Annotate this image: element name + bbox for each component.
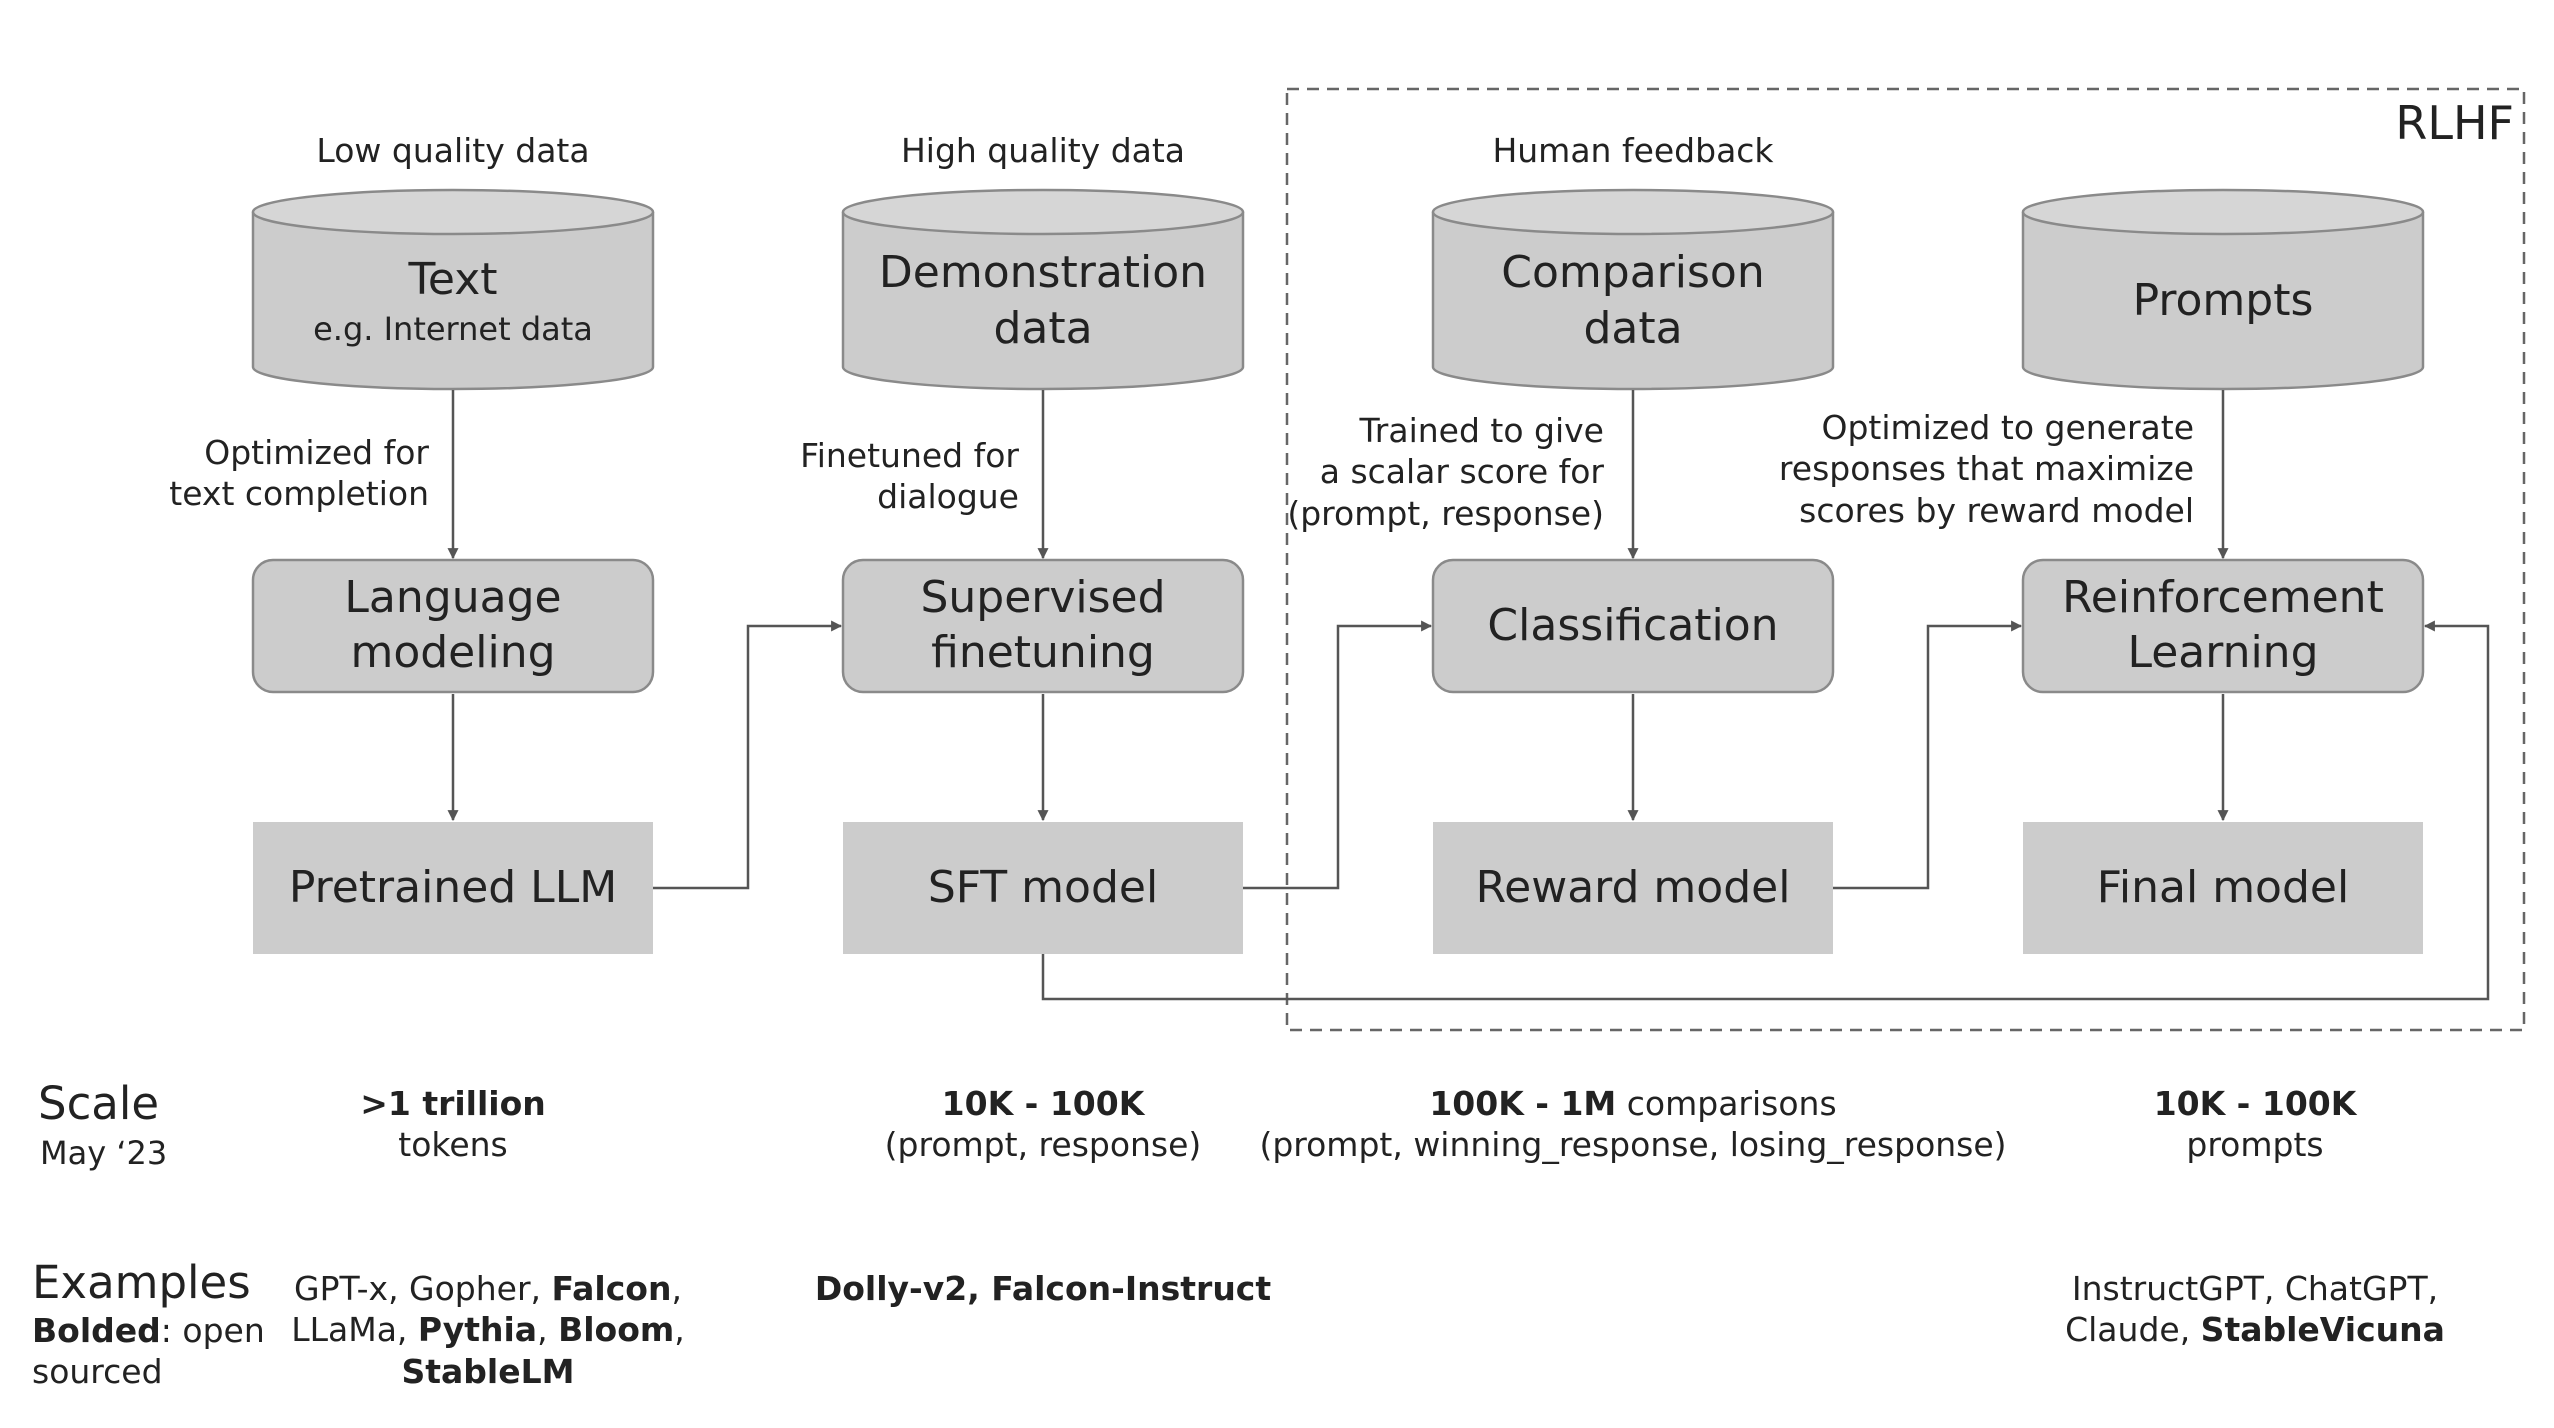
edge-label-text-completion: Optimized for text completion bbox=[169, 433, 429, 514]
cylinder-label-prompts: Prompts bbox=[2132, 275, 2314, 326]
model-box-final-model bbox=[2023, 822, 2423, 954]
model-box-pretrained-llm bbox=[253, 822, 653, 954]
model-box-reward-model bbox=[1433, 822, 1833, 954]
examples-pretrained: GPT-x, Gopher, Falcon, LLaMa, Pythia, Bl… bbox=[291, 1269, 685, 1391]
cylinder-text-data bbox=[251, 188, 655, 391]
cylinder-comparison-data bbox=[1431, 188, 1835, 391]
cylinder-sublabel-comparison: data bbox=[1583, 303, 1683, 354]
process-box-reinforcement-learning bbox=[2021, 558, 2425, 694]
connector-sft-model-to-classification bbox=[1243, 620, 1433, 890]
caption-low-quality-data: Low quality data bbox=[316, 131, 590, 170]
cylinder-prompts bbox=[2021, 188, 2425, 391]
rlhf-region bbox=[1285, 87, 2526, 1032]
examples-sft: Dolly-v2, Falcon-Instruct bbox=[814, 1269, 1272, 1308]
process-box-language-modeling bbox=[251, 558, 655, 694]
process-label-reinforcement-learning: Reinforcement Learning bbox=[2062, 572, 2384, 678]
process-box-classification bbox=[1431, 558, 1835, 694]
scale-subtitle: May ‘23 bbox=[40, 1134, 168, 1172]
rlhf-label: RLHF bbox=[2395, 96, 2514, 150]
caption-high-quality-data: High quality data bbox=[900, 131, 1186, 170]
cylinder-label-text: Text bbox=[408, 254, 498, 305]
cylinder-sublabel-demonstration: data bbox=[993, 303, 1093, 354]
scale-title: Scale bbox=[38, 1077, 160, 1130]
model-label-sft-model: SFT model bbox=[927, 862, 1159, 913]
process-label-supervised-finetuning: Supervised finetuning bbox=[920, 572, 1166, 678]
process-label-language-modeling: Language modeling bbox=[344, 572, 562, 678]
model-box-sft-model bbox=[843, 822, 1243, 954]
examples-final: InstructGPT, ChatGPT, Claude, StableVicu… bbox=[2065, 1269, 2445, 1350]
connector-reward-model-to-rl bbox=[1833, 620, 2023, 890]
cylinder-label-demonstration: Demonstration bbox=[878, 247, 1208, 298]
edge-label-dialogue: Finetuned for dialogue bbox=[800, 436, 1019, 517]
model-label-pretrained-llm: Pretrained LLM bbox=[288, 862, 618, 913]
model-label-final-model: Final model bbox=[2096, 862, 2350, 913]
process-box-supervised-finetuning bbox=[841, 558, 1245, 694]
edge-label-scalar-score: Trained to give a scalar score for (prom… bbox=[1287, 411, 1604, 533]
scale-rl: 10K - 100K prompts bbox=[2153, 1084, 2357, 1165]
examples-legend: Bolded: open sourced bbox=[32, 1311, 265, 1392]
cylinder-label-comparison: Comparison bbox=[1501, 247, 1765, 298]
scale-pretraining: >1 trillion tokens bbox=[360, 1084, 546, 1165]
connector-pretrained-to-sft bbox=[653, 620, 843, 890]
cylinder-demonstration-data bbox=[841, 188, 1245, 391]
process-label-classification: Classification bbox=[1487, 600, 1779, 651]
scale-reward-model: 100K - 1M comparisons (prompt, winning_r… bbox=[1259, 1084, 2007, 1165]
examples-title: Examples bbox=[32, 1256, 251, 1309]
connector-sft-model-to-rl bbox=[1041, 620, 2490, 1001]
cylinder-sublabel-text: e.g. Internet data bbox=[313, 310, 593, 348]
scale-sft: 10K - 100K (prompt, response) bbox=[884, 1084, 1202, 1165]
model-label-reward-model: Reward model bbox=[1475, 862, 1791, 913]
edge-label-maximize-scores: Optimized to generate responses that max… bbox=[1778, 408, 2194, 530]
caption-human-feedback: Human feedback bbox=[1492, 131, 1774, 170]
